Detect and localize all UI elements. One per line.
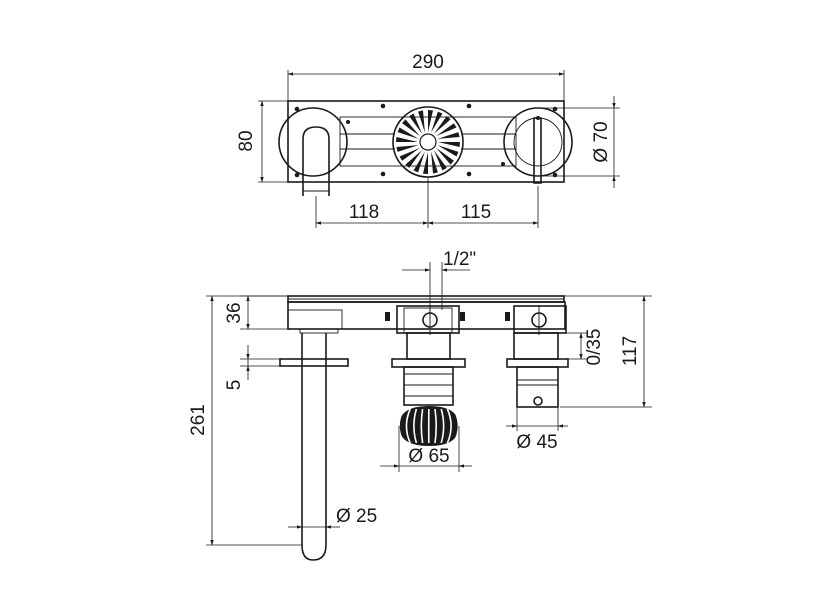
spout <box>301 333 327 561</box>
handwheel-rib <box>437 145 459 157</box>
handwheel-side-rib <box>405 408 411 444</box>
dim-lever-45: Ø 45 <box>516 432 557 453</box>
dim-width-290: 290 <box>412 52 444 73</box>
handwheel-rib <box>397 127 419 139</box>
dim-spout-25: Ø 25 <box>336 506 377 527</box>
handwheel-rib <box>438 142 460 147</box>
handwheel-side-rib <box>420 408 424 444</box>
dim-spout-261: 261 <box>188 404 209 436</box>
handwheel-rib <box>431 111 443 133</box>
mounting-holes <box>294 103 558 178</box>
handwheel-side-rib <box>440 408 445 444</box>
handwheel-rib <box>431 151 438 174</box>
handwheel-side-rib <box>446 408 452 444</box>
dim-handwheel-65: Ø 65 <box>408 446 449 467</box>
handwheel-side <box>398 406 460 446</box>
dim-offset-118: 118 <box>349 202 379 223</box>
side-view: 1/2" 36 5 261 0/35 117 Ø 65 <box>188 249 652 561</box>
dim-height-80: 80 <box>236 130 257 151</box>
handwheel-rib <box>409 113 423 134</box>
handwheel-rib <box>436 123 457 137</box>
handwheel-rib <box>433 116 451 134</box>
dim-flange-5: 5 <box>224 380 245 391</box>
handwheel-rib <box>436 147 454 165</box>
dim-range-0-35: 0/35 <box>584 329 605 366</box>
handwheel-rib <box>428 110 433 132</box>
dim-offset-115: 115 <box>461 202 491 223</box>
dim-knob-diameter-70: Ø 70 <box>591 121 612 162</box>
top-view: 290 80 118 115 Ø 70 <box>236 52 620 228</box>
handwheel-rib <box>396 137 418 142</box>
handwheel-rib <box>418 110 425 133</box>
handwheel-rib <box>433 150 447 171</box>
handwheel-rib <box>413 151 425 173</box>
handwheel-rib <box>399 147 420 161</box>
spout-escutcheon <box>278 107 348 177</box>
spout-flange <box>279 358 349 367</box>
spout-body <box>302 126 330 196</box>
handwheel-side-rib <box>413 408 418 444</box>
mounting-plate <box>287 100 565 183</box>
dim-thread-1-2: 1/2" <box>443 249 476 270</box>
handwheel-rib <box>423 152 428 174</box>
dim-total-117: 117 <box>620 336 641 366</box>
handwheel-rib <box>402 119 420 137</box>
handwheel-rib <box>396 145 419 152</box>
handwheel-rib <box>405 150 423 168</box>
handwheel-rib <box>437 132 460 139</box>
handwheel-side-rib <box>452 408 460 444</box>
dim-depth-36: 36 <box>224 302 245 323</box>
handwheel-side-rib <box>434 408 437 444</box>
lever-handle <box>533 117 542 184</box>
handwheel-ribs <box>396 110 460 174</box>
